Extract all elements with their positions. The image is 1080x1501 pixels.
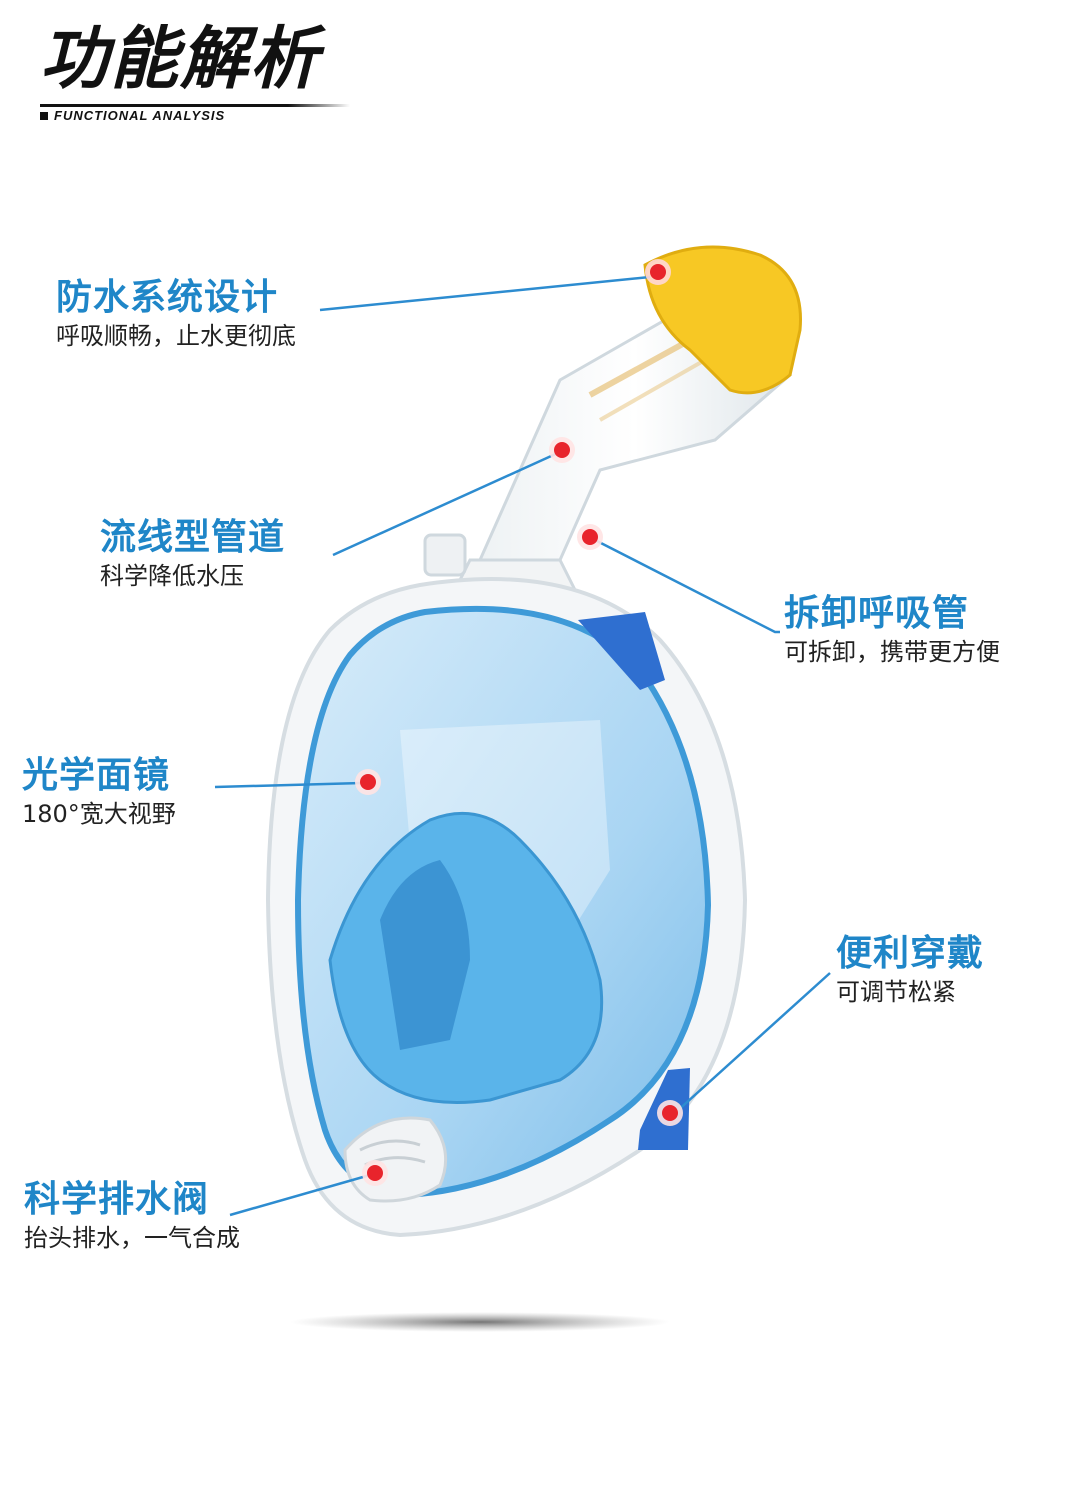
callout-desc: 可拆卸，携带更方便 bbox=[784, 637, 1000, 666]
marker-detach bbox=[582, 529, 598, 545]
marker-pipe bbox=[554, 442, 570, 458]
callout-title: 光学面镜 bbox=[22, 755, 171, 796]
callout-title: 流线型管道 bbox=[100, 517, 286, 558]
callout-desc: 180°宽大视野 bbox=[22, 799, 176, 828]
marker-drain bbox=[367, 1165, 383, 1181]
callout-title: 拆卸呼吸管 bbox=[784, 593, 970, 634]
marker-waterproof bbox=[650, 264, 666, 280]
callout-title: 便利穿戴 bbox=[836, 933, 985, 974]
callout-desc: 可调节松紧 bbox=[836, 977, 956, 1006]
leader-detach bbox=[594, 538, 780, 634]
callout-desc: 抬头排水，一气合成 bbox=[24, 1223, 240, 1252]
callout-desc: 呼吸顺畅，止水更彻底 bbox=[56, 321, 296, 350]
leader-lines bbox=[214, 275, 831, 1217]
leader-lens bbox=[214, 781, 363, 789]
callout-detach: 拆卸呼吸管 可拆卸，携带更方便 bbox=[784, 594, 1000, 669]
title-underline bbox=[40, 104, 350, 107]
strap-top bbox=[578, 612, 665, 690]
callout-title: 科学排水阀 bbox=[24, 1179, 210, 1220]
callout-drain: 科学排水阀 抬头排水，一气合成 bbox=[24, 1180, 240, 1255]
page-title: 功能解析 bbox=[40, 20, 321, 99]
leader-wear bbox=[674, 972, 831, 1114]
marker-wear bbox=[662, 1105, 678, 1121]
callout-desc: 科学降低水压 bbox=[100, 561, 244, 590]
subtitle-bullet bbox=[40, 112, 48, 120]
callout-wear: 便利穿戴 可调节松紧 bbox=[836, 934, 984, 1009]
marker-lens bbox=[360, 774, 376, 790]
leader-drain bbox=[229, 1173, 371, 1217]
snorkel-dry-top bbox=[643, 245, 802, 395]
page-subtitle: FUNCTIONAL ANALYSIS bbox=[54, 108, 226, 123]
callout-waterproof: 防水系统设计 呼吸顺畅，止水更彻底 bbox=[56, 278, 296, 353]
callout-lens: 光学面镜 180°宽大视野 bbox=[22, 756, 176, 831]
leader-pipe bbox=[332, 450, 561, 557]
callout-title: 防水系统设计 bbox=[56, 277, 279, 318]
callout-pipe: 流线型管道 科学降低水压 bbox=[100, 518, 285, 593]
leader-waterproof bbox=[319, 275, 651, 312]
marker-dots bbox=[355, 259, 683, 1186]
floor-shadow bbox=[290, 1312, 670, 1332]
